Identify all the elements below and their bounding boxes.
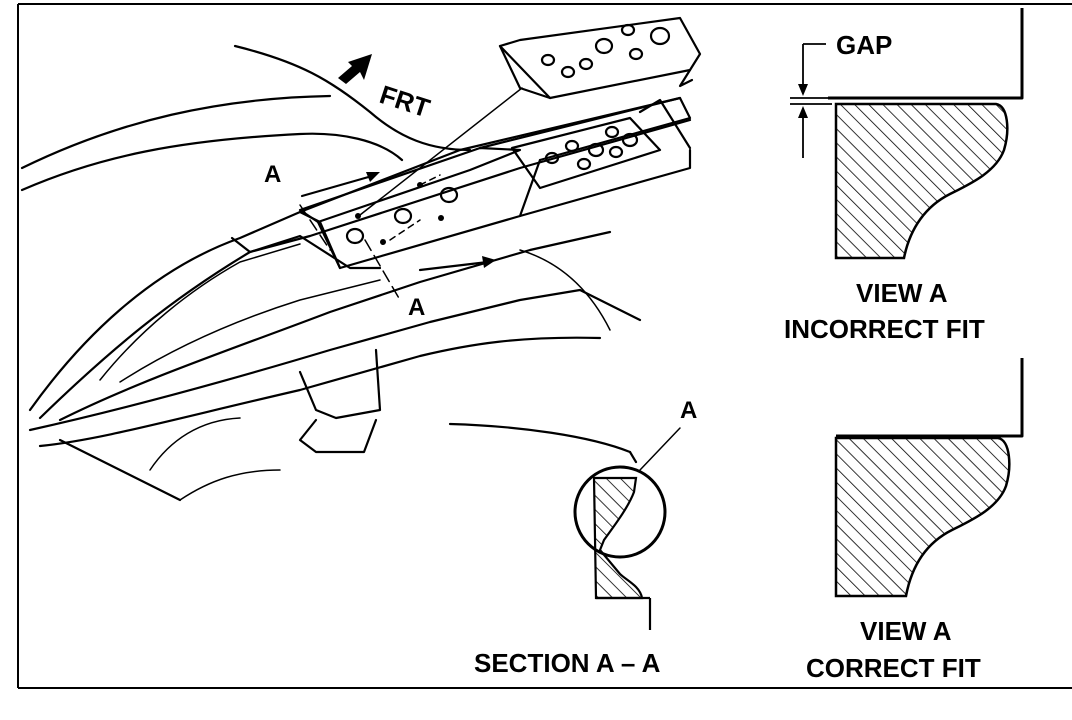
section-aa-caption: SECTION A – A [474, 648, 661, 678]
roof-assembly-drawing [20, 16, 702, 502]
correct-fit-caption: CORRECT FIT [806, 653, 981, 683]
section-aa-drawing [448, 422, 681, 630]
frt-label: FRT [376, 79, 433, 123]
detail-a-circle [573, 465, 667, 559]
view-a-correct-fit-drawing [834, 358, 1024, 598]
view-a-incorrect-fit-drawing [790, 8, 1024, 260]
incorrect-fit-caption: INCORRECT FIT [784, 314, 985, 344]
section-detail-marker-a: A [680, 397, 697, 424]
view-a-correct-title: VIEW A [860, 616, 952, 646]
gap-label: GAP [836, 30, 892, 60]
section-marker-a-upper: A [264, 161, 281, 188]
view-a-incorrect-title: VIEW A [856, 278, 948, 308]
section-marker-a-lower: A [408, 294, 425, 321]
figure-border [17, 3, 1072, 689]
